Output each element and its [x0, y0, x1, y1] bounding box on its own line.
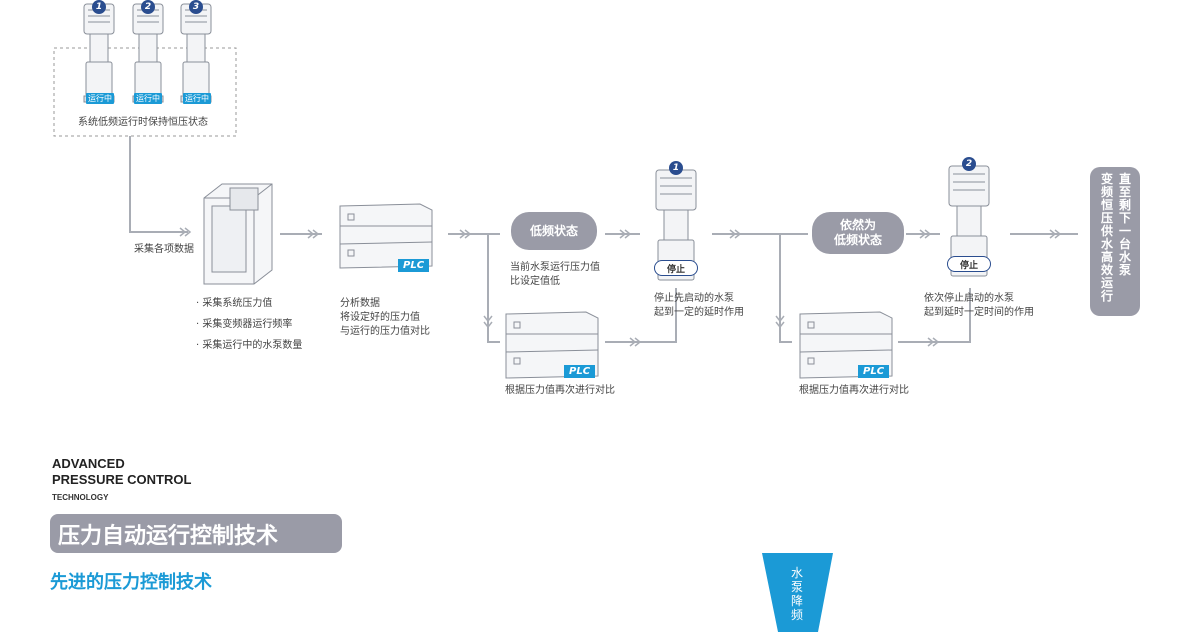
pump-number-badge: 1 [669, 161, 683, 175]
stop-badge: 停止 [654, 260, 698, 276]
technology-label: TECHNOLOGY [52, 493, 109, 502]
plc-main-caption: 分析数据 将设定好的压力值 与运行的压力值对比 [340, 297, 430, 339]
pump-number-badge: 3 [189, 0, 203, 14]
heading-line-1: ADVANCED [52, 456, 125, 471]
funnel-shape [762, 553, 833, 632]
plc-tag: PLC [398, 259, 430, 272]
state1-caption: 当前水泵运行压力值 比设定值低 [510, 261, 600, 289]
english-heading: ADVANCED PRESSURE CONTROL [52, 456, 191, 488]
stop-badge: 停止 [947, 256, 991, 272]
bullet-item: · 采集变频器运行频率 [196, 319, 293, 330]
plc2-caption: 根据压力值再次进行对比 [505, 385, 615, 396]
final-column-left: 变频恒压供水高效运行 [1100, 172, 1113, 303]
caption-line: 分析数据 [340, 298, 380, 309]
still-low-frequency-pill: 依然为 低频状态 [812, 212, 904, 254]
caption-line: 依次停止启动的水泵 [924, 293, 1014, 304]
plc3-caption: 根据压力值再次进行对比 [799, 385, 909, 396]
heading-line-2: PRESSURE CONTROL [52, 472, 192, 487]
bullet-item: · 采集运行中的水泵数量 [196, 340, 303, 351]
bullet-item: · 采集系统压力值 [196, 298, 273, 309]
pill-line: 低频状态 [833, 233, 882, 247]
page-title: 压力自动运行控制技术 [50, 514, 342, 553]
plc-tag: PLC [564, 365, 596, 378]
plc-2-drawing [505, 311, 599, 379]
caption-line: 与运行的压力值对比 [340, 326, 430, 337]
running-badge: 运行中 [183, 93, 211, 104]
plc-main-drawing [339, 203, 433, 269]
running-badge: 运行中 [134, 93, 162, 104]
pump-group-drawing [83, 3, 212, 103]
pump2-caption: 依次停止启动的水泵 起到延时一定时间的作用 [924, 292, 1034, 320]
page-subtitle: 先进的压力控制技术 [50, 572, 212, 593]
pump-number-badge: 2 [962, 157, 976, 171]
cabinet-label: 采集各项数据 [134, 244, 194, 255]
caption-line: 起到延时一定时间的作用 [924, 307, 1034, 318]
pump-number-badge: 1 [92, 0, 106, 14]
funnel-label: 水泵降频 [790, 566, 803, 622]
caption-line: 将设定好的压力值 [340, 312, 420, 323]
pill-line: 依然为 [839, 218, 876, 232]
caption-line: 比设定值低 [510, 276, 560, 287]
cabinet-drawing [203, 183, 273, 285]
low-frequency-pill: 低频状态 [511, 212, 597, 250]
caption-line: 停止先启动的水泵 [654, 293, 734, 304]
cabinet-bullets: · 采集系统压力值 · 采集变频器运行频率 · 采集运行中的水泵数量 [196, 293, 302, 356]
plc-tag: PLC [858, 365, 890, 378]
running-badge: 运行中 [86, 93, 114, 104]
final-state-pill: 直至剩下一台水泵 变频恒压供水高效运行 [1090, 167, 1140, 316]
plc-3-drawing [799, 311, 893, 379]
caption-line: 起到一定的延时作用 [654, 307, 744, 318]
group-caption: 系统低频运行时保持恒压状态 [78, 117, 208, 128]
pump1-caption: 停止先启动的水泵 起到一定的延时作用 [654, 292, 744, 320]
pump-number-badge: 2 [141, 0, 155, 14]
caption-line: 当前水泵运行压力值 [510, 262, 600, 273]
final-column-right: 直至剩下一台水泵 [1118, 172, 1131, 277]
